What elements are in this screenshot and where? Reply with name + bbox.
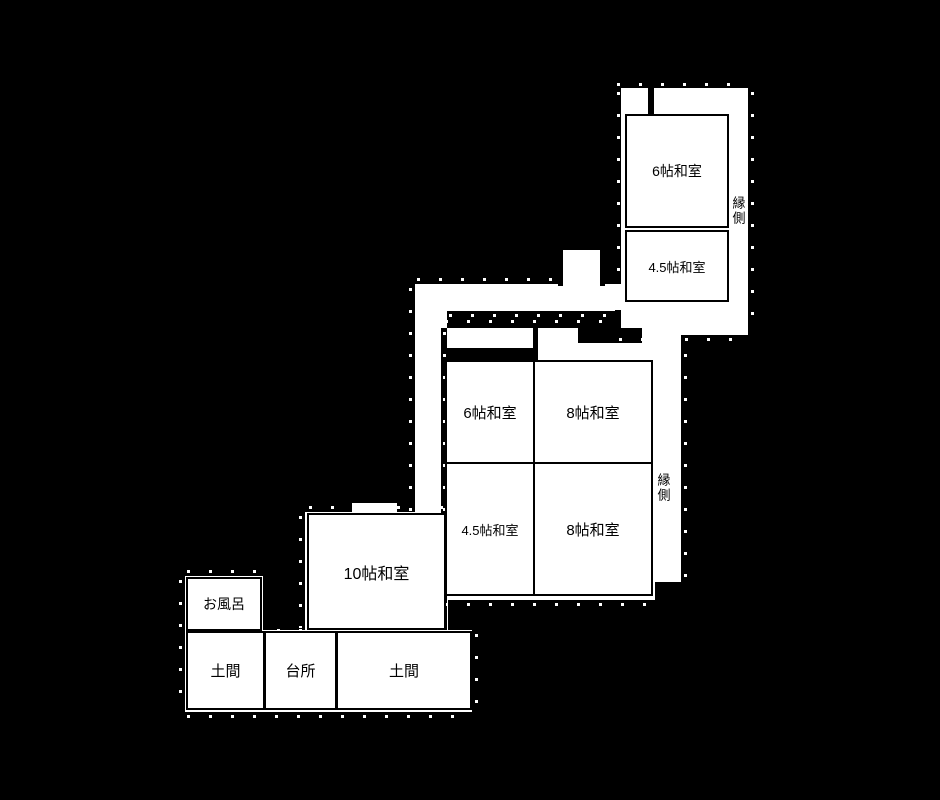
room-daidokoro: 台所 bbox=[264, 631, 337, 710]
wall-pillar-ticks bbox=[619, 338, 748, 341]
wall-pillar-ticks bbox=[445, 320, 679, 323]
wall-pillar-ticks bbox=[409, 288, 412, 514]
footprint-middle-engawa bbox=[650, 328, 681, 582]
room-engawa-upper: 縁側 bbox=[728, 183, 748, 239]
room-label: 6帖和室 bbox=[463, 404, 517, 422]
room-label: 土間 bbox=[388, 663, 419, 680]
wall-pillar-ticks bbox=[617, 83, 748, 86]
room-label: 10帖和室 bbox=[343, 565, 410, 583]
wall-segment bbox=[445, 348, 535, 361]
room-ofuro: お風呂 bbox=[186, 577, 262, 631]
room-10jo-washitsu: 10帖和室 bbox=[307, 513, 446, 630]
room-label: 縁側 bbox=[730, 196, 746, 226]
wall-pillar-ticks bbox=[187, 570, 259, 573]
wall-pillar-ticks bbox=[309, 506, 443, 509]
room-label: 台所 bbox=[285, 663, 316, 680]
room-6jo-washitsu-mid: 6帖和室 bbox=[445, 360, 535, 464]
wall-pillar-ticks bbox=[187, 715, 470, 718]
room-doma-left: 土間 bbox=[186, 631, 265, 710]
wall-segment bbox=[558, 248, 563, 286]
room-8jo-washitsu-lower: 8帖和室 bbox=[533, 462, 653, 596]
footprint-corridor-alcove bbox=[562, 250, 602, 290]
room-label: 4.5帖和室 bbox=[648, 259, 706, 275]
wall-segment bbox=[648, 88, 654, 116]
wall-pillar-ticks bbox=[684, 332, 687, 578]
room-label: 土間 bbox=[210, 663, 241, 680]
wall-pillar-ticks bbox=[417, 278, 557, 281]
wall-pillar-ticks bbox=[445, 603, 655, 606]
room-label: 4.5帖和室 bbox=[461, 522, 519, 538]
wall-pillar-ticks bbox=[475, 634, 478, 708]
wall-segment bbox=[600, 248, 605, 286]
room-4-5jo-washitsu-mid: 4.5帖和室 bbox=[445, 462, 535, 596]
room-label: 8帖和室 bbox=[566, 404, 620, 422]
room-label: 縁側 bbox=[655, 473, 671, 503]
room-4-5jo-washitsu-upper: 4.5帖和室 bbox=[625, 230, 729, 302]
room-label: 8帖和室 bbox=[566, 521, 620, 539]
room-label: 6帖和室 bbox=[652, 163, 702, 179]
room-label: お風呂 bbox=[203, 596, 245, 612]
wall-pillar-ticks bbox=[751, 92, 754, 332]
room-doma-right: 土間 bbox=[336, 631, 472, 710]
wall-pillar-ticks bbox=[299, 516, 302, 628]
room-6jo-washitsu-upper: 6帖和室 bbox=[625, 114, 729, 228]
wall-pillar-ticks bbox=[179, 580, 182, 708]
wall-pillar-ticks bbox=[443, 332, 446, 626]
room-engawa-mid: 縁側 bbox=[652, 460, 674, 516]
wall-segment bbox=[533, 328, 538, 361]
room-8jo-washitsu-mid: 8帖和室 bbox=[533, 360, 653, 464]
wall-pillar-ticks bbox=[449, 314, 612, 317]
wall-pillar-ticks bbox=[617, 92, 620, 282]
